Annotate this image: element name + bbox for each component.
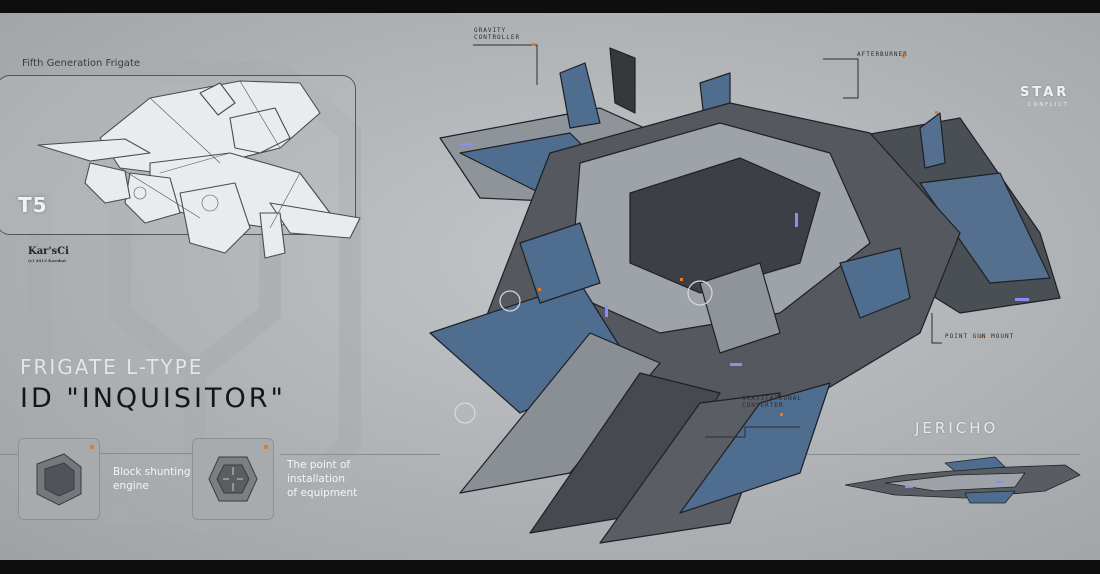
guide-line <box>600 454 1080 455</box>
artist-signature: Kar'sCi <box>28 246 69 257</box>
callout-point-gun-mount: POINT GUN MOUNT <box>945 333 1015 340</box>
variant-ship-illustration <box>845 456 1081 504</box>
subtitle: Fifth Generation Frigate <box>22 58 141 69</box>
feature-mount-thumbnail <box>192 438 274 520</box>
feature-engine-label: Block shunting engine <box>113 466 191 492</box>
accent-dot <box>264 445 268 449</box>
game-logo-sub: CONFLICT <box>1028 102 1069 108</box>
engine-block-icon <box>36 453 82 506</box>
wireframe-ship-illustration <box>37 80 361 259</box>
feature-engine-thumbnail <box>18 438 100 520</box>
guide-line <box>280 454 440 455</box>
game-logo: STAR <box>1020 85 1070 100</box>
callout-gravity-controller: GRAVITY CONTROLLER <box>474 27 521 41</box>
feature-mount-label: The point of installation of equipment <box>287 459 358 499</box>
ship-class-title: FRIGATE L-TYPE <box>20 355 204 379</box>
guide-line <box>100 453 200 454</box>
callout-gravitational-converter: GRAVITATIONAL CONVERTER <box>742 395 802 409</box>
mount-point-icon <box>208 456 258 502</box>
callout-afterburner: AFTERBURNER <box>857 51 908 58</box>
ship-id-title: ID "INQUISITOR" <box>20 383 286 414</box>
tier-badge: T5 <box>18 193 48 217</box>
variant-name: JERICHO <box>915 419 999 437</box>
artist-signature-date: (c) 2013 Karakat <box>28 258 67 263</box>
main-ship-illustration <box>429 47 1061 544</box>
callout-leaders <box>473 43 983 438</box>
concept-sheet: Fifth Generation Frigate T5 Kar'sCi (c) … <box>0 13 1100 560</box>
accent-dot <box>90 445 94 449</box>
